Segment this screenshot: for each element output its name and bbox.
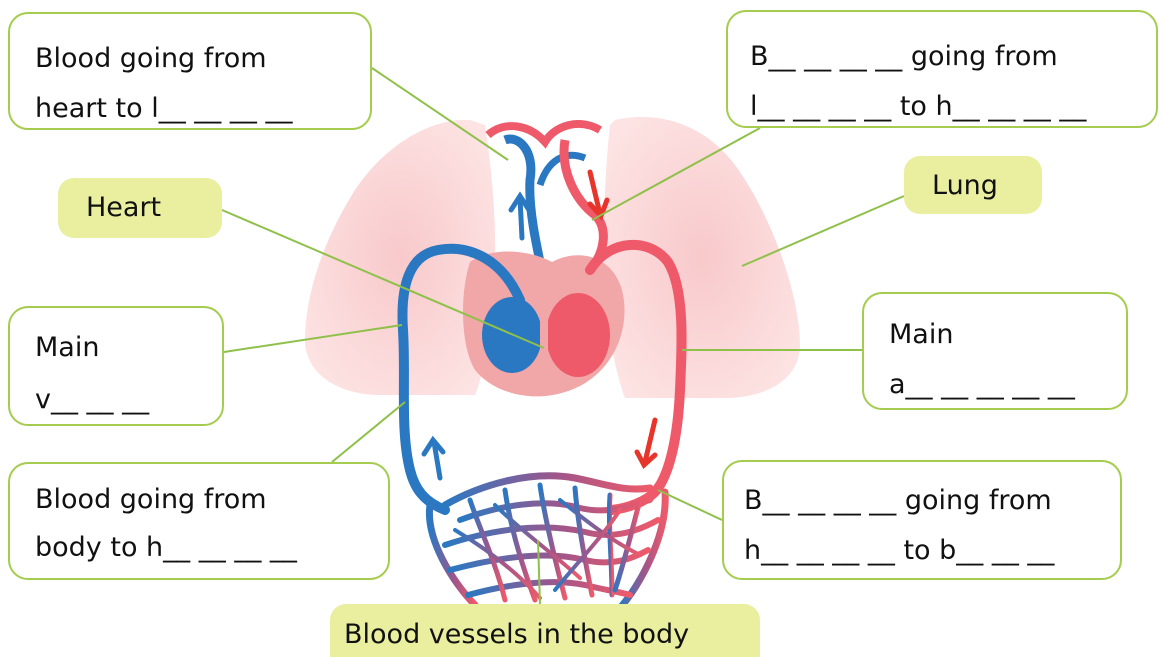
box-text-line-2: v__ __ __	[35, 374, 202, 426]
capillary-bed	[429, 476, 665, 608]
box-text-line-1: Main	[889, 310, 1106, 360]
box-text-line-1: Blood going from	[35, 34, 350, 84]
arrow-down-icon	[590, 172, 607, 216]
arrow-down-icon	[637, 420, 655, 465]
box-heart-to-lungs: Blood going from heart to l__ __ __ __	[8, 12, 372, 130]
box-main-vein: Main v__ __ __	[8, 306, 224, 426]
label-heart: Heart	[58, 178, 222, 238]
box-text-line-1: B__ __ __ __ going from	[750, 32, 1136, 82]
box-main-artery: Main a__ __ __ __ __	[862, 292, 1128, 410]
box-text-line-2: heart to l__ __ __ __	[35, 84, 350, 134]
box-text-line-2: h__ __ __ __ to b__ __ __	[744, 526, 1100, 576]
box-text-line-2: a__ __ __ __ __	[889, 360, 1106, 410]
heart-right-chamber	[546, 293, 610, 377]
label-lung: Lung	[904, 156, 1042, 214]
box-text-line-1: Blood going from	[35, 476, 368, 524]
box-body-to-heart: Blood going from body to h__ __ __ __	[8, 462, 390, 580]
heart-septum	[540, 295, 548, 385]
box-text-line-1: B__ __ __ __ going from	[744, 476, 1100, 526]
box-heart-to-body: B__ __ __ __ going from h__ __ __ __ to …	[722, 460, 1122, 580]
label-blood-vessels-in-the-body: Blood vessels in the body	[330, 604, 760, 657]
box-lungs-to-heart: B__ __ __ __ going from l__ __ __ __ to …	[726, 10, 1158, 128]
box-text-line-1: Main	[35, 322, 202, 374]
leader-line	[332, 402, 405, 462]
arrow-up-icon	[424, 440, 443, 478]
box-text-line-2: l__ __ __ __ to h__ __ __ __	[750, 82, 1136, 132]
arrow-up-icon	[511, 196, 529, 238]
box-text-line-2: body to h__ __ __ __	[35, 524, 368, 572]
